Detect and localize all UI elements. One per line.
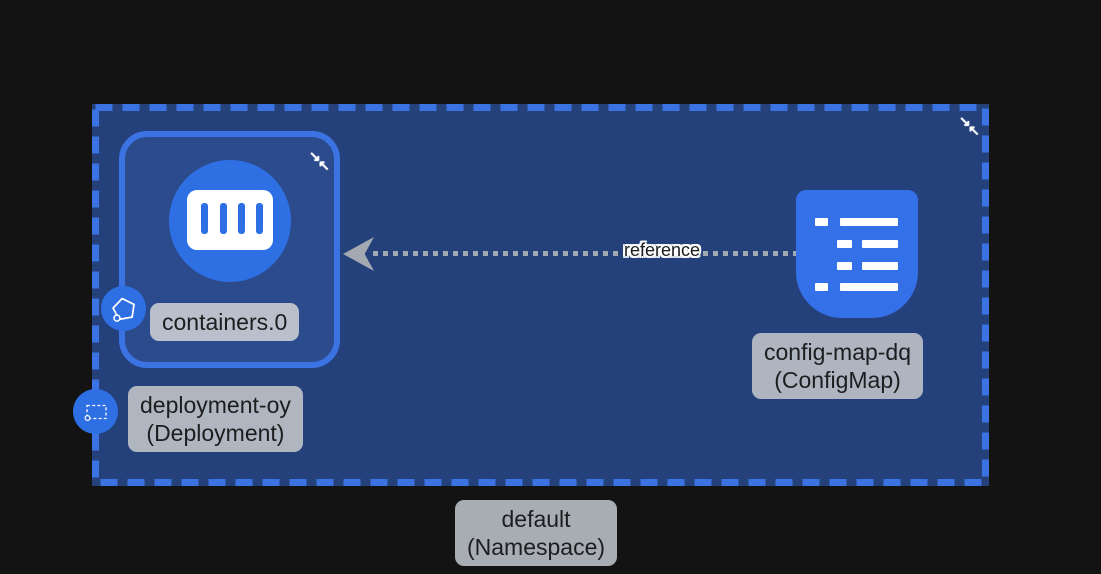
namespace-label[interactable]: default (Namespace) [455, 500, 618, 566]
pod-badge [101, 286, 146, 331]
container-label[interactable]: containers.0 [150, 303, 300, 341]
collapse-arrow-nw-icon: ↖ [968, 122, 980, 138]
configmap-label[interactable]: config-map-dq (ConfigMap) [752, 333, 924, 399]
edge-label: reference [623, 240, 701, 260]
namespace-node[interactable]: ↘ ↖ ↘ ↖ containers.0 [73, 104, 989, 486]
collapse-arrow-nw-icon: ↖ [318, 157, 330, 173]
collapse-arrow-se-icon: ↘ [959, 113, 971, 129]
deployment-label[interactable]: deployment-oy (Deployment) [128, 386, 303, 452]
configmap-name: config-map-dq [764, 339, 912, 365]
pod-pentagon-icon [111, 297, 135, 322]
deployment-badge [73, 389, 118, 434]
edge-arrowhead-icon [343, 237, 374, 271]
deployment-name: deployment-oy [140, 392, 291, 418]
pod-collapse-button[interactable]: ↘ ↖ [308, 149, 336, 177]
configmap-node[interactable] [796, 190, 918, 318]
namespace-name: default [501, 506, 571, 532]
configmap-kind: (ConfigMap) [774, 367, 901, 393]
collapse-arrow-se-icon: ↘ [309, 148, 321, 164]
namespace-kind: (Namespace) [467, 534, 606, 560]
container-node[interactable] [169, 160, 291, 282]
namespace-collapse-button[interactable]: ↘ ↖ [958, 114, 986, 142]
container-icon [187, 190, 273, 250]
deployment-icon [83, 404, 107, 421]
pod-node[interactable]: ↘ ↖ containers.0 [101, 131, 340, 368]
deployment-kind: (Deployment) [146, 420, 285, 446]
edge-dotted-line [373, 251, 796, 256]
